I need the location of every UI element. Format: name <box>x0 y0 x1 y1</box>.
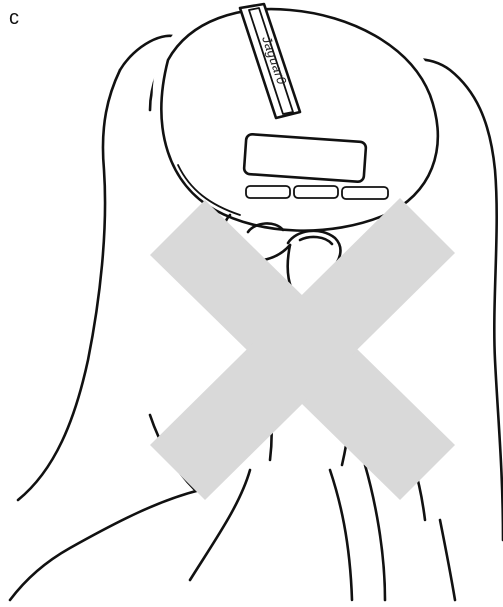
meter-display <box>244 134 366 182</box>
prohibited-cross-mark <box>150 198 455 500</box>
meter-buttons <box>246 186 388 199</box>
